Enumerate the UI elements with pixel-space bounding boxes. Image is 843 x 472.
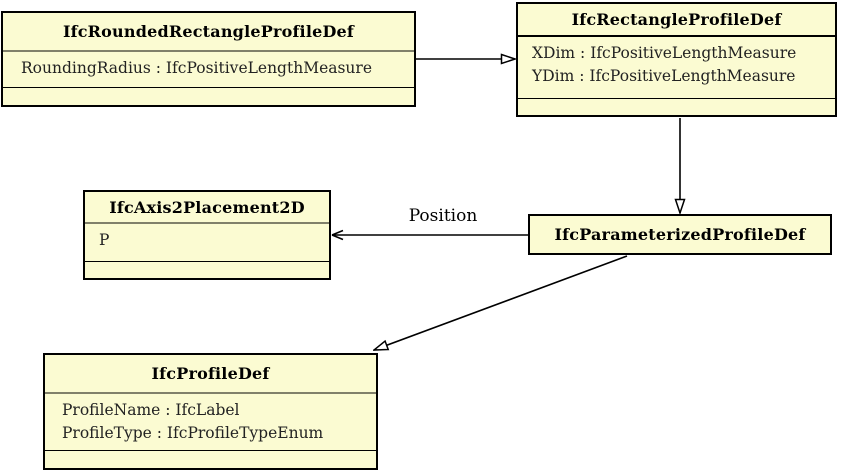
class-attribute: YDim : IfcPositiveLengthMeasure xyxy=(532,67,796,85)
class-box-ifcrectangleprofiledef: IfcRectangleProfileDef XDim : IfcPositiv… xyxy=(516,2,837,117)
class-box-ifcroundedrectangleprofiledef: IfcRoundedRectangleProfileDef RoundingRa… xyxy=(1,11,416,107)
class-name: IfcAxis2Placement2D xyxy=(109,197,305,217)
class-operations-empty xyxy=(85,261,329,278)
class-attribute: XDim : IfcPositiveLengthMeasure xyxy=(532,44,797,62)
association-label-position: Position xyxy=(408,206,478,226)
class-attribute: P xyxy=(99,231,110,249)
class-name: IfcRoundedRectangleProfileDef xyxy=(62,22,355,41)
class-attributes: XDim : IfcPositiveLengthMeasure YDim : I… xyxy=(518,35,835,98)
class-box-ifcparameterizedprofiledef: IfcParameterizedProfileDef xyxy=(528,214,832,255)
generalization-edge-parameterized-to-profiledef xyxy=(374,255,628,350)
class-attributes: ProfileName : IfcLabel ProfileType : Ifc… xyxy=(45,392,376,450)
class-name: IfcProfileDef xyxy=(151,364,270,383)
class-operations-empty xyxy=(3,87,414,105)
class-attributes: RoundingRadius : IfcPositiveLengthMeasur… xyxy=(3,50,414,87)
class-attribute: ProfileType : IfcProfileTypeEnum xyxy=(62,424,324,442)
class-operations-empty xyxy=(518,98,835,115)
class-operations-empty xyxy=(45,450,376,468)
class-attribute: RoundingRadius : IfcPositiveLengthMeasur… xyxy=(21,59,372,77)
class-box-ifcprofiledef: IfcProfileDef ProfileName : IfcLabel Pro… xyxy=(43,353,378,470)
class-attributes: P xyxy=(85,222,329,261)
class-attribute: ProfileName : IfcLabel xyxy=(62,401,240,419)
class-box-ifcaxis2placement2d: IfcAxis2Placement2D P xyxy=(83,190,331,280)
class-name: IfcParameterizedProfileDef xyxy=(554,225,806,244)
class-name: IfcRectangleProfileDef xyxy=(571,10,782,29)
